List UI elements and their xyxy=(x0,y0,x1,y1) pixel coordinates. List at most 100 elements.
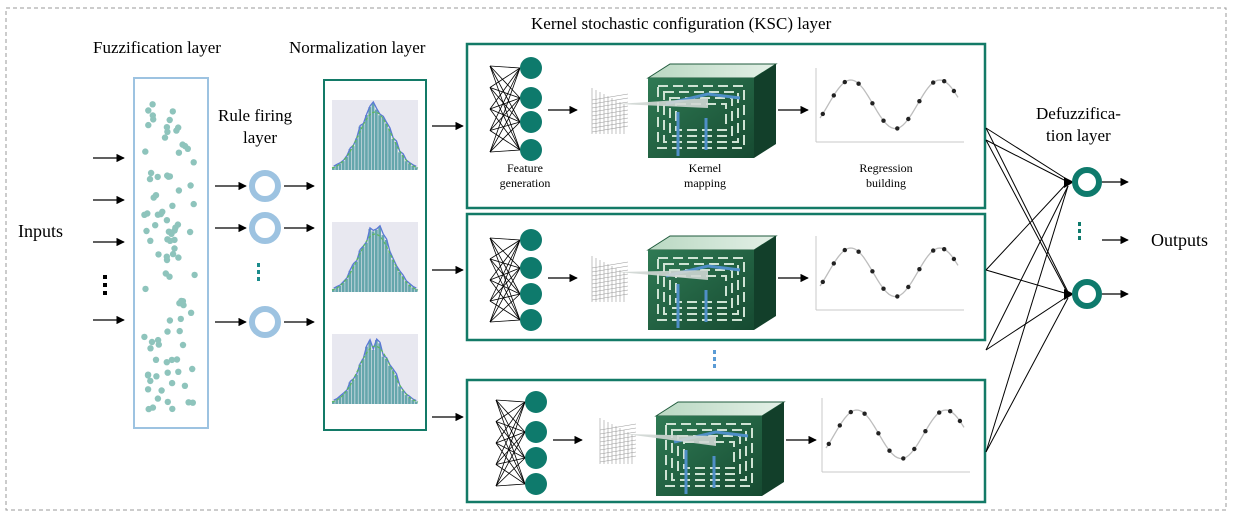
ring-node-icon xyxy=(249,306,281,338)
teal-node-icon xyxy=(525,421,547,443)
histogram-bar xyxy=(371,231,375,292)
histogram-bar xyxy=(345,391,348,404)
kernel-caption-line1: Kernel xyxy=(688,161,722,175)
teal-node-icon xyxy=(520,139,542,161)
regression-point xyxy=(957,418,963,424)
histogram-bar xyxy=(384,240,388,292)
regression-point xyxy=(906,116,911,122)
feature-connection xyxy=(495,421,526,485)
histogram-bar xyxy=(358,364,362,404)
fuzz-dot xyxy=(147,237,154,244)
histogram-bar xyxy=(408,397,411,404)
regression-point xyxy=(856,249,861,254)
defuzz-ellipsis-icon xyxy=(1078,222,1081,240)
histogram-bar xyxy=(355,374,358,404)
regression-plot-icon xyxy=(821,398,970,473)
teal-node-icon xyxy=(520,257,542,279)
regression-point xyxy=(856,81,861,86)
fuzzification-dots xyxy=(141,101,198,413)
regression-caption-line2: building xyxy=(865,176,906,190)
feature-connection xyxy=(495,401,526,422)
fuzz-dot xyxy=(181,142,189,150)
regression-point xyxy=(870,101,875,106)
feature-connection xyxy=(489,258,521,321)
ksc-layer-title: Kernel stochastic configuration (KSC) la… xyxy=(531,14,832,33)
histogram-fit-curve xyxy=(331,233,419,291)
feature-connection xyxy=(489,239,521,260)
feature-connection xyxy=(489,65,521,99)
histogram-bar xyxy=(401,391,405,404)
defuzz-node-icon xyxy=(1072,279,1102,309)
fuzz-dot xyxy=(149,112,156,119)
feature-connection xyxy=(495,457,526,465)
histogram-bar xyxy=(365,115,368,170)
histogram-bar xyxy=(338,163,342,170)
regression-point xyxy=(942,79,947,84)
defuzz-node-icon xyxy=(1072,167,1102,197)
feature-connection xyxy=(489,279,521,295)
feature-connection xyxy=(495,421,526,459)
feature-connection xyxy=(489,87,521,99)
histogram-bar xyxy=(368,228,372,292)
feature-connection xyxy=(495,421,526,433)
regression-point xyxy=(842,247,847,253)
histogram-bar xyxy=(345,156,348,170)
histogram-bar xyxy=(335,399,338,404)
regression-point xyxy=(942,247,947,252)
fuzz-dot xyxy=(143,227,150,235)
fuzz-dot xyxy=(177,315,184,323)
fuzz-dot xyxy=(161,134,169,141)
histogram-bar xyxy=(404,281,408,292)
feature-connection xyxy=(489,237,521,269)
histogram-bar xyxy=(335,165,338,170)
histogram-bar xyxy=(388,365,391,404)
fuzz-dot xyxy=(179,341,187,349)
feature-connection xyxy=(495,401,526,465)
defuzz-title-line2: tion layer xyxy=(1046,126,1111,145)
rule-ellipsis-icon xyxy=(257,263,260,281)
regression-point xyxy=(831,93,836,98)
teal-node-icon xyxy=(520,111,542,133)
histogram-bar xyxy=(358,250,362,292)
histogram-bar xyxy=(365,346,368,404)
histogram-bar xyxy=(411,400,415,404)
histogram-bar xyxy=(361,246,365,292)
feature-connection xyxy=(495,431,526,444)
fuzz-dot xyxy=(144,372,152,379)
histogram-bar xyxy=(365,242,368,292)
fuzz-dot xyxy=(163,359,170,366)
fuzz-dot xyxy=(173,356,181,363)
histogram-bar xyxy=(355,138,358,170)
kernel-input-grid xyxy=(599,418,637,464)
feature-connection xyxy=(489,300,521,321)
fuzz-dot xyxy=(176,327,183,335)
histogram-bar xyxy=(361,359,365,404)
fuzz-dot xyxy=(144,386,152,393)
histogram-bar xyxy=(355,261,358,292)
histogram-bar xyxy=(361,124,365,170)
defuzz-connections xyxy=(985,127,1069,453)
normalization-layer-title: Normalization layer xyxy=(289,38,426,57)
feature-connection xyxy=(489,267,521,323)
histogram-bar xyxy=(371,350,375,404)
teal-node-icon xyxy=(520,283,542,305)
feature-caption-line2: generation xyxy=(499,176,551,190)
feature-connection xyxy=(495,399,526,433)
regression-point xyxy=(923,429,928,434)
feature-connection xyxy=(489,293,521,302)
fuzz-dot xyxy=(163,124,171,131)
histogram-bar xyxy=(348,270,352,292)
histogram-bar xyxy=(404,161,408,170)
regression-point xyxy=(820,111,825,117)
output-arrows xyxy=(1102,177,1129,299)
feature-connection xyxy=(495,399,526,485)
histogram-bar xyxy=(398,271,401,292)
regression-point xyxy=(876,431,881,436)
normalization-histograms xyxy=(331,100,419,404)
feature-connection xyxy=(489,87,521,123)
histogram-bar xyxy=(408,284,411,292)
fuzz-dot xyxy=(169,405,176,413)
histogram-bar xyxy=(338,396,342,404)
histogram-bar xyxy=(391,370,395,404)
fuzz-dot xyxy=(169,250,177,258)
